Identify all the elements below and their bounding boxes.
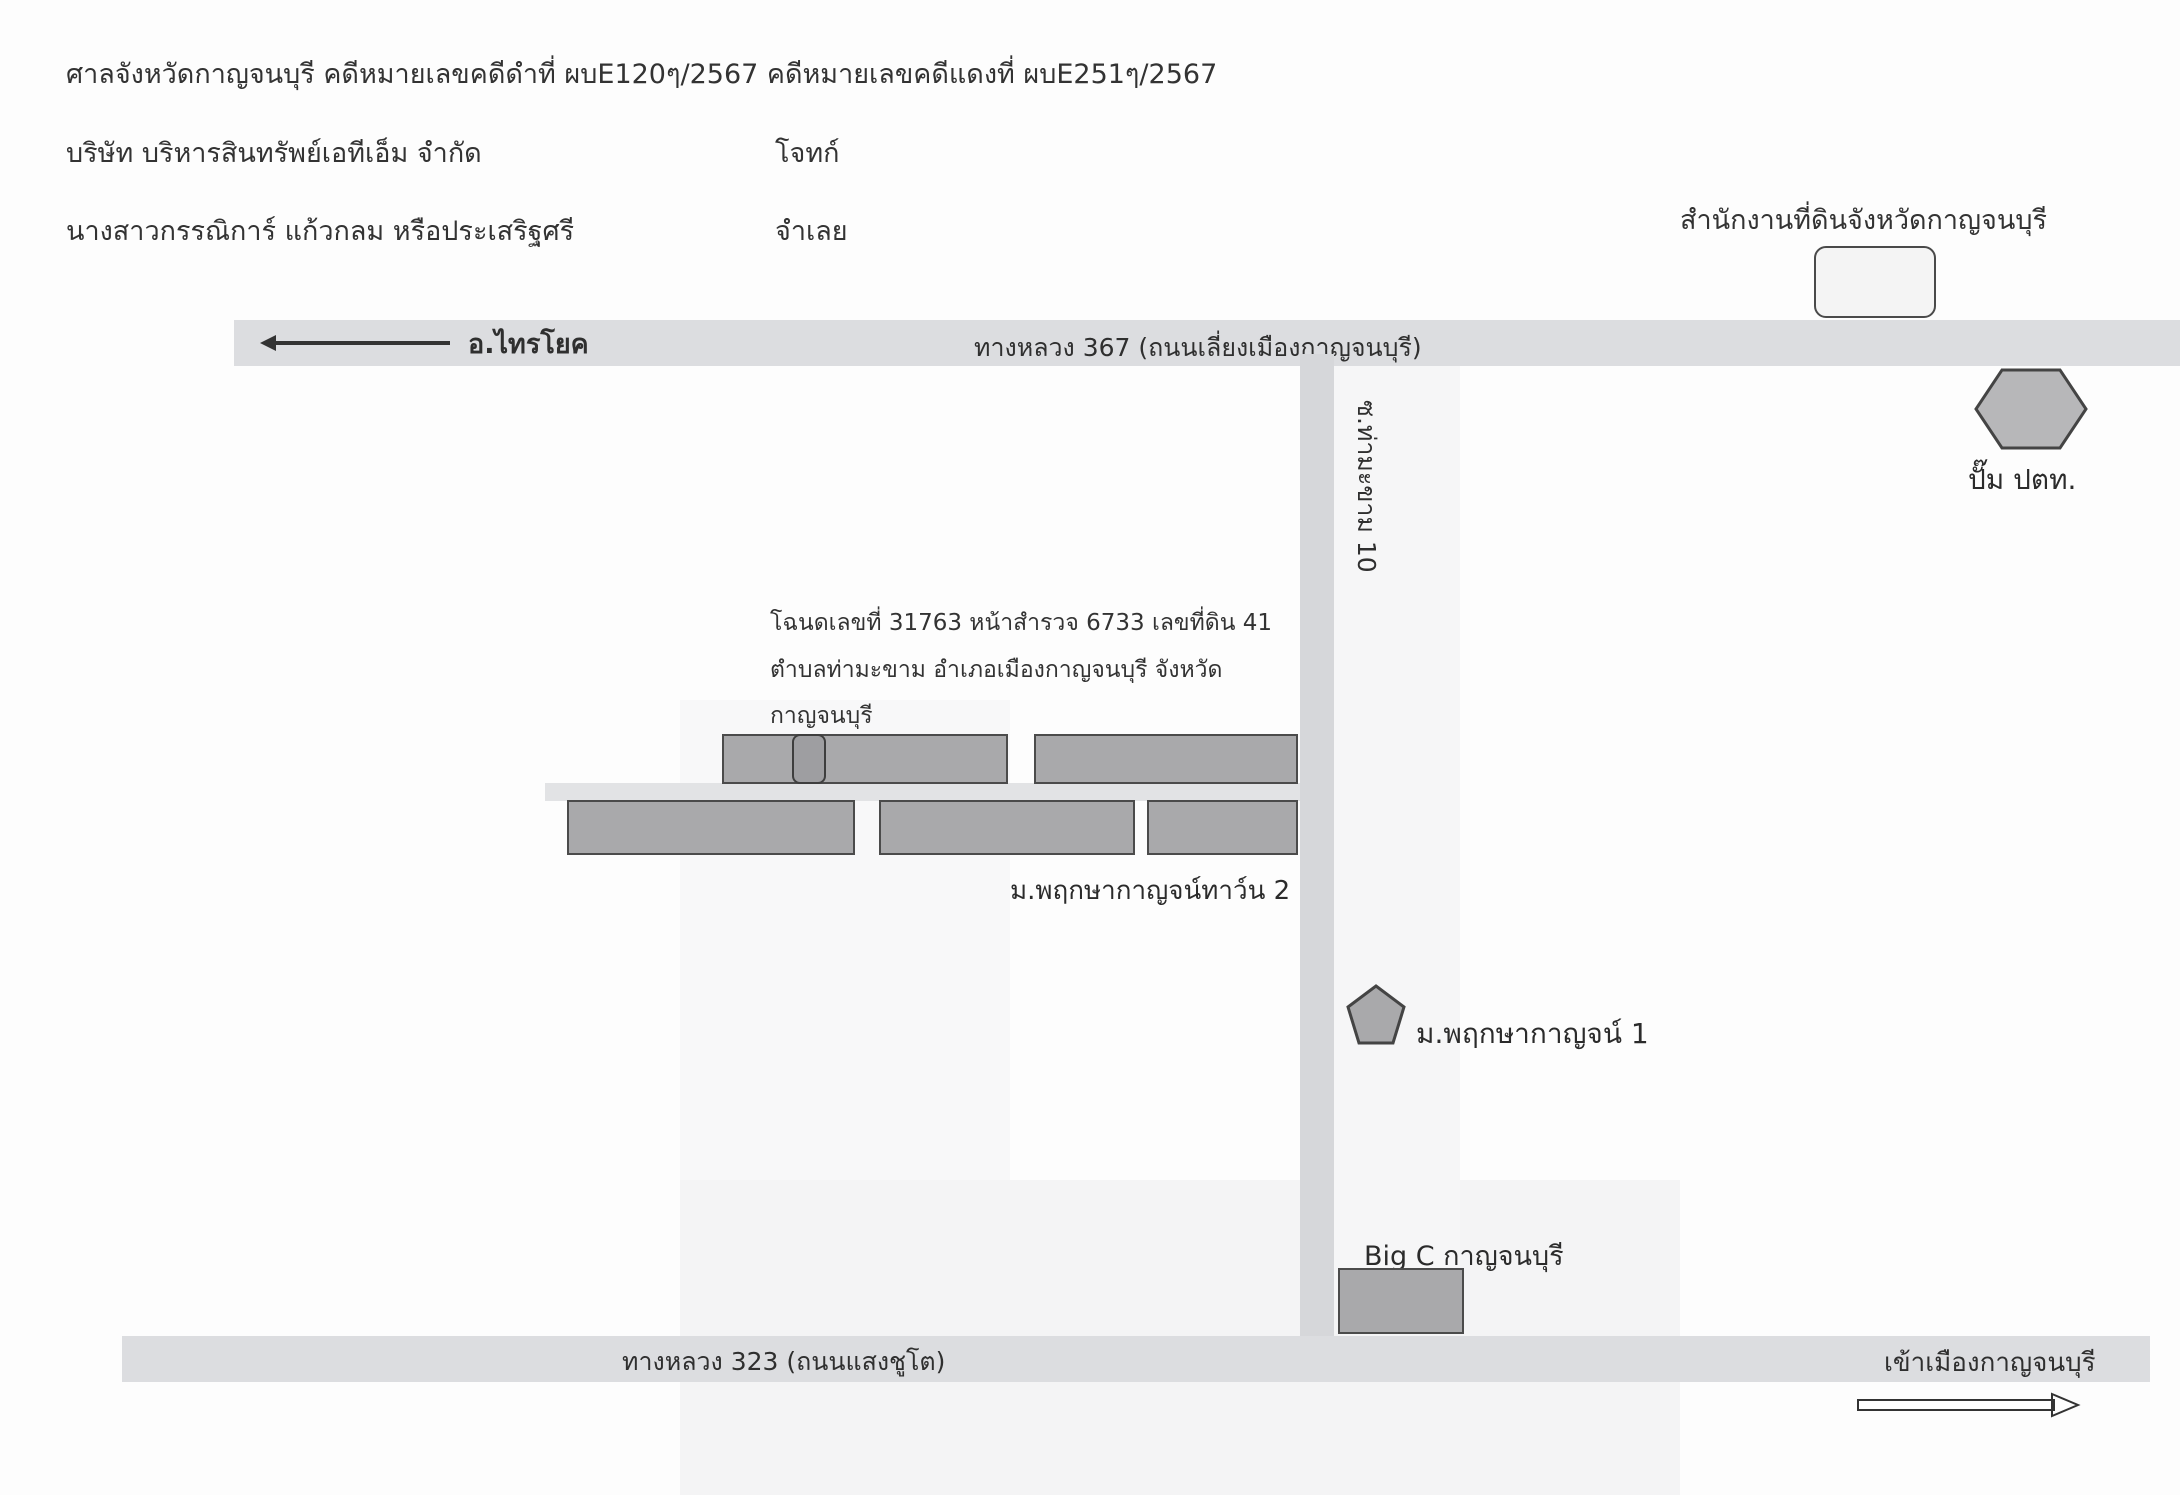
soi-tha-makham-10-road [1300,354,1334,1349]
village-1-label: ม.พฤกษากาญจน์ 1 [1416,1017,1649,1050]
housing-block [879,800,1135,855]
pentagon-icon [1346,984,1406,1045]
arrow-right-icon [1857,1392,2081,1418]
defendant-role: จำเลย [775,216,848,247]
housing-block [1034,734,1298,784]
property-deed-line2: ตำบลท่ามะขาม อำเภอเมืองกาญจนบุรี จังหวัด [770,657,1223,683]
plaintiff-role: โจทก์ [775,138,840,169]
highway-367-label: ทางหลวง 367 (ถนนเลี่ยงเมืองกาญจนบุรี) [974,333,1422,362]
city-direction-label: เข้าเมืองกาญจนบุรี [1884,1348,2096,1378]
ptt-station-label: ปั๊ม ปตท. [1968,463,2077,496]
village-2-lane [545,783,1300,801]
highway-367-road [234,320,2180,366]
housing-block [1147,800,1298,855]
hexagon-icon [1974,368,2088,450]
land-office-marker [1814,246,1936,318]
property-deed-line1: โฉนดเลขที่ 31763 หน้าสำรวจ 6733 เลขที่ดิ… [770,610,1273,636]
housing-block [567,800,855,855]
subject-plot-marker [792,734,826,784]
defendant-name: นางสาวกรรณิการ์ แก้วกลม หรือประเสริฐศรี [66,216,575,247]
plaintiff-name: บริษัท บริหารสินทรัพย์เอทีเอ็ม จำกัด [66,138,482,169]
land-office-label: สำนักงานที่ดินจังหวัดกาญจนบุรี [1680,205,2047,236]
big-c-building [1338,1268,1464,1334]
housing-block [722,734,1008,784]
highway-323-label: ทางหลวง 323 (ถนนแสงชูโต) [622,1347,946,1376]
village-2-label: ม.พฤกษากาญจน์ทาว์น 2 [1010,876,1291,906]
big-c-label: Big C กาญจนบุรี [1364,1241,1564,1272]
soi-tha-makham-10-label: ซ.ท่ามะขาม 10 [1352,400,1381,573]
saiyok-direction-label: อ.ไทรโยค [468,329,589,360]
arrow-left-icon [260,335,450,351]
property-deed-line3: กาญจนบุรี [770,703,873,729]
court-case-line: ศาลจังหวัดกาญจนบุรี คดีหมายเลขคดีดำที่ ผ… [66,59,1218,90]
highway-323-road [122,1336,2150,1382]
scan-shading [1330,350,1460,1300]
